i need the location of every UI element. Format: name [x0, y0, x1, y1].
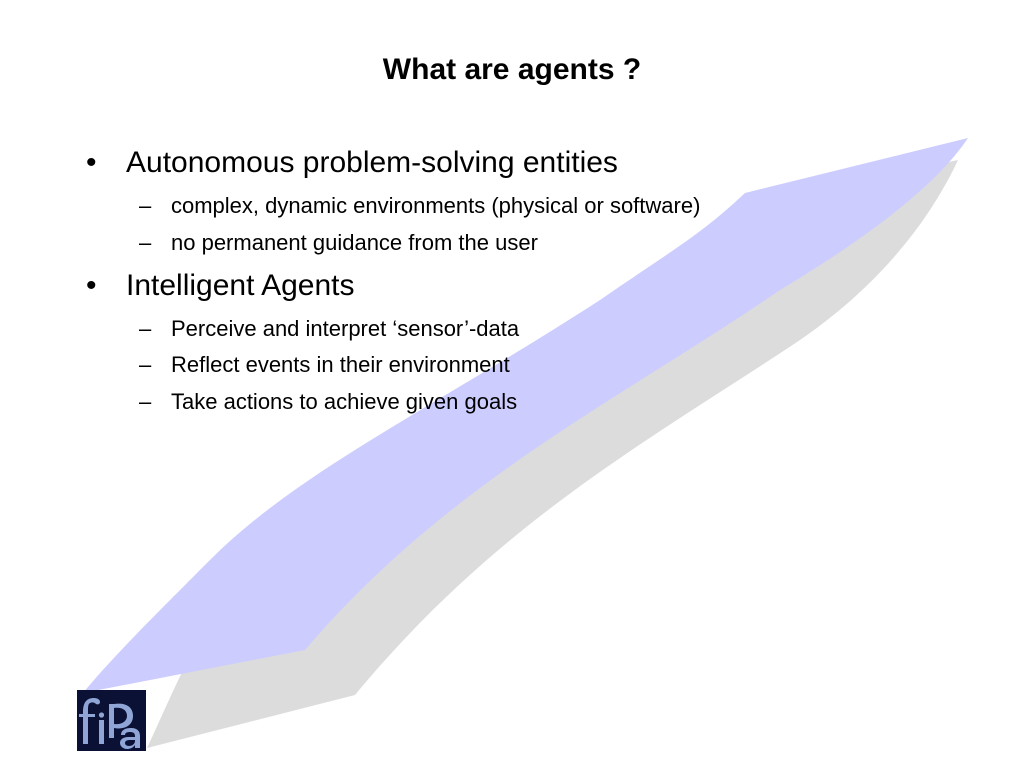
bullet-text: Intelligent Agents: [126, 269, 355, 302]
dash-marker: –: [139, 230, 152, 255]
bullet-marker: •: [86, 146, 97, 179]
fipa-logo-mark: [77, 690, 146, 751]
dash-marker: –: [139, 193, 152, 218]
arrow-body: [83, 138, 968, 693]
dash-marker: –: [139, 352, 152, 377]
bullet-text: Autonomous problem-solving entities: [126, 146, 618, 179]
dash-marker: –: [139, 389, 152, 414]
slide-title: What are agents ?: [382, 53, 642, 86]
sub-bullet-text: Perceive and interpret ‘sensor’-data: [171, 316, 520, 341]
sub-bullet-text: no permanent guidance from the user: [171, 230, 538, 255]
dash-marker: –: [139, 316, 152, 341]
sub-bullet-text: Take actions to achieve given goals: [171, 389, 518, 414]
fipa-logo: [77, 690, 146, 751]
bullet-marker: •: [86, 269, 97, 302]
sub-bullet-text: complex, dynamic environments (physical …: [171, 193, 701, 218]
sub-bullet-text: Reflect events in their environment: [171, 352, 510, 377]
